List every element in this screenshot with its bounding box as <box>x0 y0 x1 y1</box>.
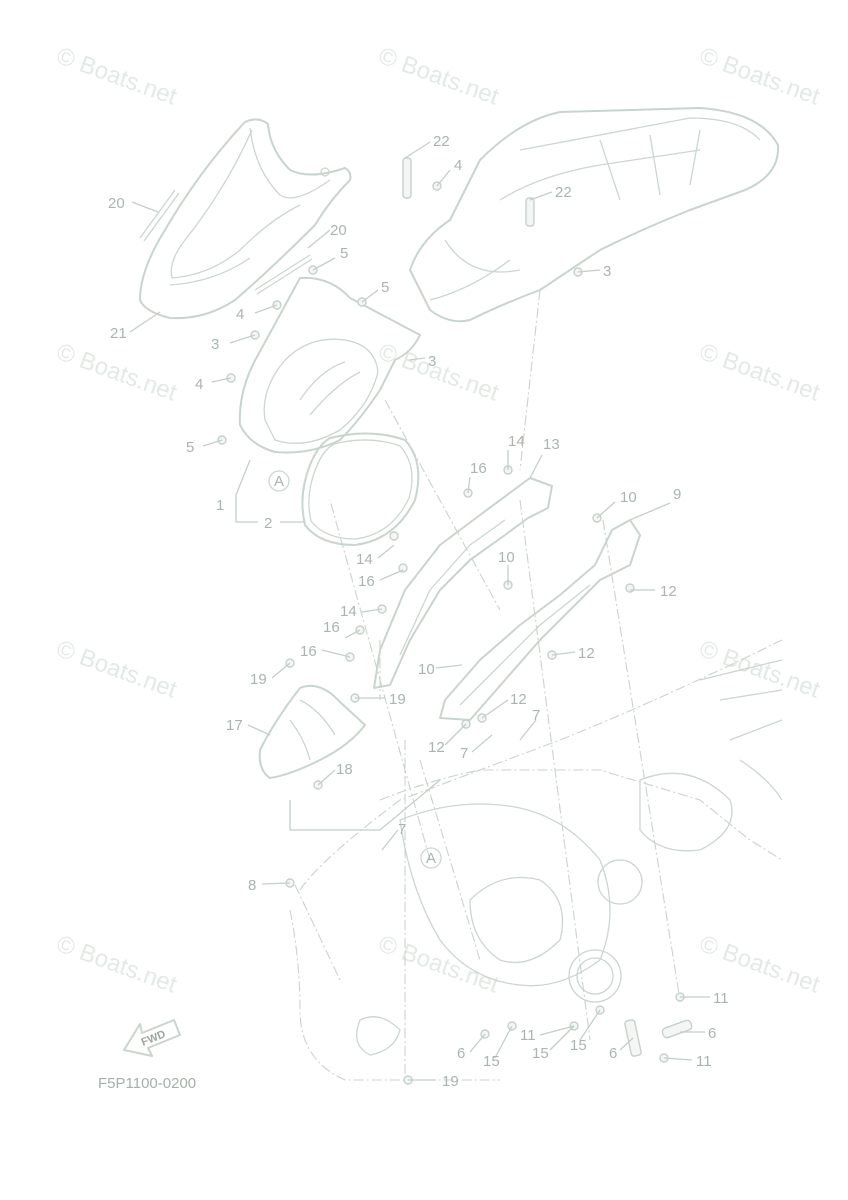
leader-lines <box>129 141 710 1081</box>
stud-mark <box>525 197 535 227</box>
watermark: © Boats.net <box>375 930 503 998</box>
reference-mark-circle <box>420 847 442 869</box>
callout-label: 16 <box>300 643 317 660</box>
watermark: © Boats.net <box>696 42 824 110</box>
callout-label: 6 <box>457 1045 465 1062</box>
front-cowl-part <box>139 118 352 320</box>
stud-mark <box>661 1019 693 1039</box>
callout-label: 19 <box>442 1073 459 1090</box>
callout-label: 2 <box>264 515 272 532</box>
callout-label: 3 <box>211 336 219 353</box>
callout-label: 9 <box>673 486 681 503</box>
inner-panel-part <box>238 276 421 454</box>
callout-label: 3 <box>428 353 436 370</box>
callout-label: 10 <box>620 489 637 506</box>
reference-mark-group: A A <box>268 470 442 869</box>
callout-label: 4 <box>236 306 244 323</box>
bolt-mark <box>389 531 399 541</box>
watermark: © Boats.net <box>53 338 181 406</box>
callout-group: 20 21 22 4 20 5 5 4 3 3 4 5 1 2 22 3 14 … <box>108 133 729 1090</box>
callout-label: 10 <box>418 661 435 678</box>
callout-label: 3 <box>603 263 611 280</box>
callout-label: 5 <box>340 245 348 262</box>
callout-label: 16 <box>470 460 487 477</box>
hull-section-part <box>289 639 783 1081</box>
callout-label: 5 <box>186 439 194 456</box>
callout-label: 7 <box>398 821 406 838</box>
seal-part <box>301 432 420 546</box>
watermark: © Boats.net <box>696 930 824 998</box>
watermark: © Boats.net <box>375 338 503 406</box>
bolt-mark <box>625 583 635 593</box>
callout-label: 21 <box>110 325 127 342</box>
callout-label: 16 <box>323 619 340 636</box>
callout-label: 11 <box>520 1027 536 1044</box>
callout-label: 11 <box>696 1053 712 1070</box>
callout-label: 15 <box>483 1053 500 1070</box>
callout-label: 6 <box>708 1025 716 1042</box>
decal-strip-parts <box>139 189 313 295</box>
callout-label: 6 <box>609 1045 617 1062</box>
watermark: © Boats.net <box>696 338 824 406</box>
callout-label: 1 <box>216 497 224 514</box>
fwd-arrow-icon: FWD <box>123 1019 181 1057</box>
callout-label: 22 <box>555 184 572 201</box>
callout-label: 18 <box>336 761 353 778</box>
callout-label: 22 <box>433 133 450 150</box>
watermark: © Boats.net <box>53 635 181 703</box>
watermark: © Boats.net <box>53 42 181 110</box>
callout-label: 16 <box>358 573 375 590</box>
callout-label: 11 <box>713 990 729 1007</box>
reference-mark: A <box>426 850 436 867</box>
reference-mark: A <box>274 473 284 490</box>
bracket-rail-part <box>373 477 641 721</box>
reference-mark-circle <box>268 470 290 492</box>
callout-label: 13 <box>543 436 560 453</box>
callout-label: 15 <box>532 1045 549 1062</box>
callout-label: 14 <box>508 433 525 450</box>
diagram-code: F5P1100-0200 <box>98 1075 196 1092</box>
callout-label: 14 <box>340 603 357 620</box>
callout-label: 7 <box>532 707 540 724</box>
projection-lines <box>294 289 681 1075</box>
callout-label: 12 <box>660 583 677 600</box>
callout-label: 8 <box>248 877 256 894</box>
bolt-mark <box>398 563 408 573</box>
stud-mark <box>402 157 412 199</box>
callout-label: 10 <box>498 549 515 566</box>
callout-label: 20 <box>108 195 125 212</box>
callout-label: 14 <box>356 551 373 568</box>
callout-label: 4 <box>195 376 203 393</box>
callout-label: 19 <box>389 691 406 708</box>
callout-label: 20 <box>330 222 347 239</box>
callout-label: 17 <box>226 717 243 734</box>
callout-label: 12 <box>428 739 445 756</box>
callout-label: 12 <box>578 645 595 662</box>
watermark: © Boats.net <box>53 930 181 998</box>
callout-label: 19 <box>250 671 267 688</box>
small-cover-part <box>258 684 366 779</box>
callout-label: 7 <box>460 745 468 762</box>
callout-label: 5 <box>381 279 389 296</box>
callout-label: 4 <box>454 157 462 174</box>
callout-label: 12 <box>510 691 527 708</box>
callout-label: 15 <box>570 1037 587 1054</box>
watermark: © Boats.net <box>375 42 503 110</box>
rear-frame-part <box>409 107 780 323</box>
